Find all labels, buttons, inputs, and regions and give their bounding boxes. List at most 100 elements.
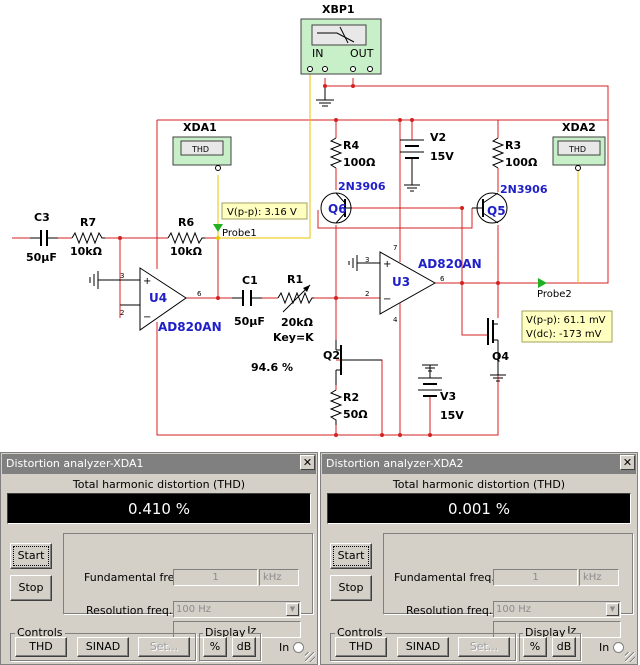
set-button[interactable]: Set...: [458, 637, 510, 657]
svg-text:R6: R6: [178, 216, 194, 229]
junctions: [118, 84, 500, 437]
resistor-r2: R2 50Ω: [329, 389, 368, 425]
svg-text:AD820AN: AD820AN: [158, 320, 222, 334]
svg-text:+: +: [383, 259, 391, 270]
battery-v3: V3 15V: [418, 364, 464, 422]
window-title: Distortion analyzer-XDA2: [322, 454, 636, 474]
svg-text:XDA2: XDA2: [562, 121, 596, 134]
svg-text:Q2: Q2: [323, 349, 340, 362]
chevron-down-icon: ▼: [286, 603, 299, 616]
controls-caption: Controls: [15, 626, 65, 639]
in-label: In: [599, 641, 610, 654]
distortion-analyzer-xda2-symbol[interactable]: XDA2 THD: [552, 121, 606, 171]
svg-text:U4: U4: [149, 291, 167, 305]
thd-heading: Total harmonic distortion (THD): [392, 478, 566, 491]
in-label: In: [279, 641, 290, 654]
svg-text:Probe1: Probe1: [222, 228, 257, 239]
svg-text:V(dc): -173 mV: V(dc): -173 mV: [526, 329, 602, 340]
percent-button[interactable]: %: [523, 637, 547, 657]
svg-text:50µF: 50µF: [26, 251, 57, 264]
svg-text:THD: THD: [191, 145, 209, 154]
resistor-r4: R4 100Ω: [329, 137, 376, 169]
capacitor-c3: C3 50µF: [26, 211, 58, 264]
svg-text:100Ω: 100Ω: [343, 156, 376, 169]
svg-text:2: 2: [120, 309, 124, 317]
resolution-freq-select[interactable]: 100 Hz ▼: [173, 601, 301, 618]
thd-heading: Total harmonic distortion (THD): [72, 478, 246, 491]
close-button[interactable]: ✕: [620, 455, 635, 470]
probe1[interactable]: Probe1 V(p-p): 3.16 V: [213, 202, 308, 239]
fundamental-freq-input[interactable]: 1: [493, 569, 578, 586]
probe2[interactable]: Probe2 V(p-p): 61.1 mV V(dc): -173 mV: [521, 278, 613, 343]
bode-plotter-xbp1[interactable]: XBP1 IN OUT: [300, 3, 382, 75]
distortion-analyzer-xda1-symbol[interactable]: XDA1 THD: [172, 121, 232, 171]
window-title: Distortion analyzer-XDA1: [2, 454, 316, 474]
pot-percentage: 94.6 %: [251, 361, 293, 374]
db-button[interactable]: dB: [552, 637, 576, 657]
svg-text:6: 6: [440, 275, 445, 283]
resize-grip-icon[interactable]: [625, 652, 635, 662]
resize-grip-icon[interactable]: [305, 652, 315, 662]
svg-text:V(p-p): 61.1 mV: V(p-p): 61.1 mV: [526, 315, 606, 326]
svg-text:IN: IN: [312, 47, 323, 60]
svg-text:V2: V2: [430, 131, 446, 144]
svg-text:R2: R2: [343, 391, 359, 404]
svg-text:50µF: 50µF: [234, 315, 265, 328]
svg-text:R4: R4: [343, 139, 359, 152]
red-wires: [12, 78, 609, 436]
svg-text:XDA1: XDA1: [183, 121, 217, 134]
fundamental-freq-input[interactable]: 1: [173, 569, 258, 586]
battery-v2: V2 15V: [400, 120, 454, 192]
display-caption: Display: [523, 626, 568, 639]
sinad-button[interactable]: SINAD: [77, 637, 129, 657]
resolution-freq-label: Resolution freq.: [86, 604, 173, 617]
svg-text:THD: THD: [568, 145, 586, 154]
svg-text:V(p-p): 3.16 V: V(p-p): 3.16 V: [227, 207, 297, 218]
close-button[interactable]: ✕: [300, 455, 315, 470]
sinad-button[interactable]: SINAD: [397, 637, 449, 657]
svg-text:Q4: Q4: [492, 350, 509, 363]
potentiometer-r1[interactable]: R1 20kΩ Key=K: [273, 273, 314, 344]
svg-text:U3: U3: [392, 275, 410, 289]
percent-button[interactable]: %: [203, 637, 227, 657]
thd-button[interactable]: THD: [15, 637, 67, 657]
opamp-u3: + − U3 AD820AN 3 2 6 7 4: [365, 244, 482, 324]
svg-text:15V: 15V: [430, 150, 454, 163]
svg-text:100Ω: 100Ω: [505, 156, 538, 169]
svg-text:V3: V3: [440, 390, 456, 403]
resolution-freq-select[interactable]: 100 Hz ▼: [493, 601, 621, 618]
svg-text:Probe2: Probe2: [537, 289, 572, 300]
stop-button[interactable]: Stop: [330, 575, 372, 601]
db-button[interactable]: dB: [232, 637, 256, 657]
svg-text:C1: C1: [242, 274, 258, 287]
distortion-analyzer-xda2-window: Distortion analyzer-XDA2 ✕ Total harmoni…: [320, 452, 638, 665]
fundamental-freq-unit[interactable]: kHz: [259, 569, 299, 586]
xbp1-label: XBP1: [322, 3, 355, 16]
opamp-u4: + − U4 AD820AN 3 2 6: [120, 238, 222, 335]
thd-reading-display: 0.001 %: [327, 493, 631, 524]
svg-text:2N3906: 2N3906: [338, 180, 386, 193]
fundamental-freq-label: Fundamental freq.: [394, 571, 495, 584]
start-button[interactable]: Start: [10, 543, 52, 569]
fundamental-freq-unit[interactable]: kHz: [579, 569, 619, 586]
svg-text:−: −: [143, 312, 151, 323]
input-terminal-icon[interactable]: [293, 642, 304, 653]
input-terminal-icon[interactable]: [613, 642, 624, 653]
svg-text:2: 2: [365, 290, 369, 298]
svg-text:4: 4: [393, 316, 398, 324]
transistor-q4: Q4: [487, 318, 509, 382]
svg-text:OUT: OUT: [350, 47, 374, 60]
probe-wire: [218, 72, 311, 239]
svg-text:−: −: [383, 294, 391, 305]
set-button[interactable]: Set...: [138, 637, 190, 657]
circuit-schematic: XBP1 IN OUT XDA1 THD XDA2 THD Probe1 V(p…: [12, 3, 613, 437]
svg-text:50Ω: 50Ω: [343, 408, 368, 421]
thd-reading-display: 0.410 %: [7, 493, 311, 524]
resolution-freq-label: Resolution freq.: [406, 604, 493, 617]
start-button[interactable]: Start: [330, 543, 372, 569]
thd-button[interactable]: THD: [335, 637, 387, 657]
resistor-r3: R3 100Ω: [491, 137, 538, 169]
transistor-q6: 2N3906 Q6: [320, 180, 386, 224]
stop-button[interactable]: Stop: [10, 575, 52, 601]
svg-text:Key=K: Key=K: [273, 331, 314, 344]
